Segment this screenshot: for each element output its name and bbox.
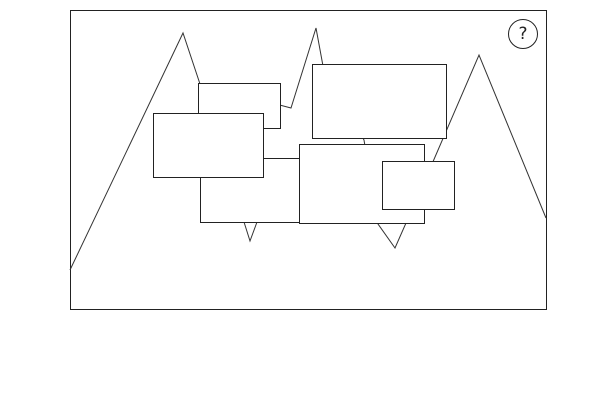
play-area-frame [70,10,547,310]
block-tile-f[interactable] [382,161,455,210]
block-tile-d[interactable] [312,64,447,139]
help-button[interactable]: ? [508,19,538,49]
lower-spike-line [243,221,258,243]
block-tile-c[interactable] [153,113,264,178]
